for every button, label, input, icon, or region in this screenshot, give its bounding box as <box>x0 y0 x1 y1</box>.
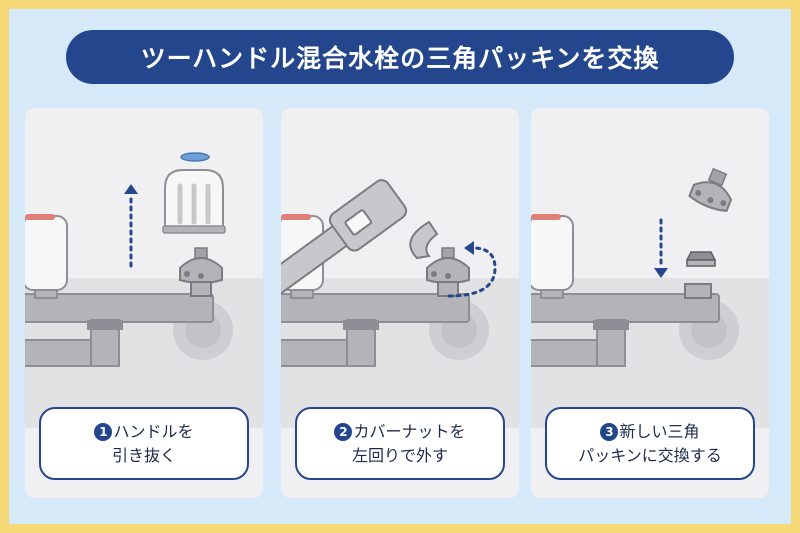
step-2-line2: 左回りで外す <box>351 445 448 465</box>
step-2-number: 2 <box>334 422 353 441</box>
step-1-illustration <box>25 152 263 428</box>
step-1-line2: 引き抜く <box>111 445 176 465</box>
step-3-number: 3 <box>600 422 619 441</box>
step-1-line1: ハンドルを <box>113 421 194 441</box>
step-1-number: 1 <box>94 422 113 441</box>
step-3-line1: 新しい三角 <box>619 421 700 441</box>
step-2-illustration <box>281 179 519 428</box>
step-3-line2: パッキンに交換する <box>578 445 722 465</box>
step-3-illustration <box>531 167 769 428</box>
page-title: ツーハンドル混合水栓の三角パッキンを交換 <box>66 30 734 84</box>
step-2-line1: カバーナットを <box>353 421 466 441</box>
